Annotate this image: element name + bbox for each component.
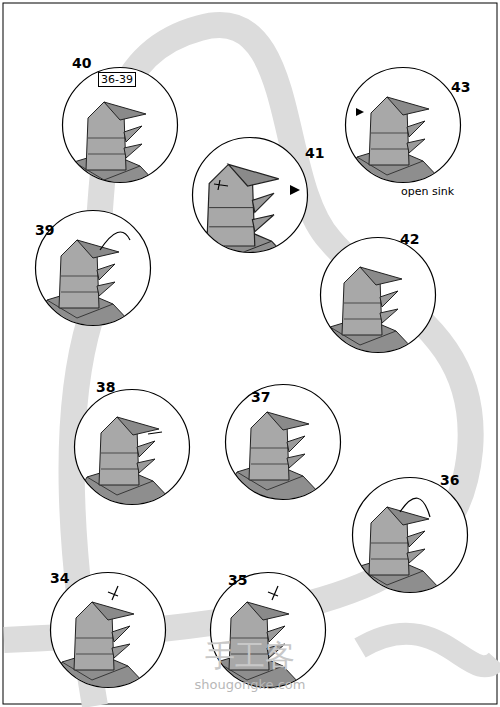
step-number: 37 bbox=[251, 389, 270, 405]
watermark: shougongke.com bbox=[195, 677, 306, 692]
step-circle: 42 bbox=[320, 237, 436, 353]
step-number: 34 bbox=[50, 570, 69, 586]
step-circle: 37 bbox=[225, 384, 341, 500]
step-circle: 43open sink bbox=[345, 67, 461, 183]
step-number: 43 bbox=[451, 79, 470, 95]
step-number: 39 bbox=[35, 222, 54, 238]
step-number: 40 bbox=[72, 55, 91, 71]
circle-outline bbox=[50, 572, 166, 688]
step-number: 36 bbox=[440, 472, 459, 488]
watermark: 手工客 bbox=[205, 636, 295, 677]
circle-outline bbox=[74, 389, 190, 505]
circle-outline bbox=[345, 67, 461, 183]
step-number: 35 bbox=[228, 572, 247, 588]
step-circle: 39 bbox=[35, 210, 151, 326]
circle-outline bbox=[320, 237, 436, 353]
circle-outline bbox=[225, 384, 341, 500]
step-circle: 34 bbox=[50, 572, 166, 688]
step-number: 42 bbox=[400, 231, 419, 247]
circle-outline bbox=[192, 137, 308, 253]
circle-outline bbox=[352, 477, 468, 593]
instruction-text: open sink bbox=[400, 185, 455, 198]
step-number: 41 bbox=[305, 145, 324, 161]
reference-box: 36-39 bbox=[98, 72, 136, 87]
step-circle: 36 bbox=[352, 477, 468, 593]
step-number: 38 bbox=[96, 379, 115, 395]
step-circle: 41 bbox=[192, 137, 308, 253]
step-circle: 4036-39 bbox=[62, 67, 178, 183]
step-circle: 38 bbox=[74, 389, 190, 505]
step-reference: 36-39 bbox=[99, 73, 135, 86]
